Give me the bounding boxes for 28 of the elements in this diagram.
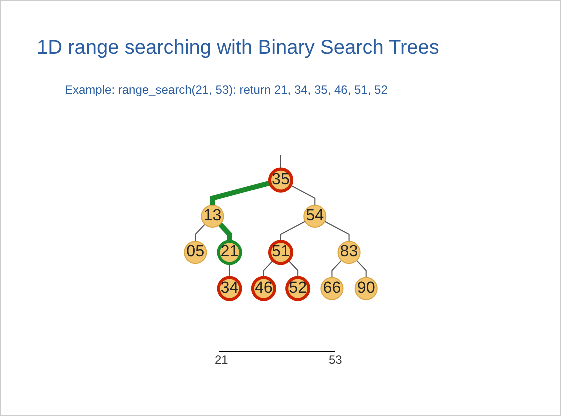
node-circle: 52 bbox=[286, 276, 311, 302]
connector bbox=[210, 180, 271, 206]
range-end-label: 53 bbox=[329, 353, 342, 367]
node-circle: 51 bbox=[268, 240, 294, 266]
connector bbox=[324, 221, 350, 242]
title: 1D range searching with Binary Search Trees bbox=[37, 37, 440, 60]
connector bbox=[218, 222, 232, 242]
connector bbox=[332, 260, 342, 278]
node-circle: 90 bbox=[354, 277, 378, 300]
connector bbox=[229, 264, 230, 278]
example-text: Example: range_search(21, 53): return 21, 34, 35, 46, 51, 52 bbox=[65, 83, 388, 97]
connector bbox=[356, 260, 367, 278]
node-circle: 13 bbox=[201, 204, 224, 228]
node-circle: 66 bbox=[320, 277, 344, 300]
node-circle: 54 bbox=[304, 204, 327, 228]
range-start-label: 21 bbox=[215, 353, 228, 367]
connector bbox=[290, 185, 316, 206]
connector bbox=[280, 221, 306, 242]
node-circle: 34 bbox=[217, 276, 242, 302]
connector bbox=[288, 260, 299, 278]
connector bbox=[263, 260, 274, 278]
connector bbox=[280, 155, 282, 170]
node-circle: 21 bbox=[217, 240, 242, 266]
node-circle: 83 bbox=[338, 241, 361, 264]
node-circle: 35 bbox=[268, 168, 294, 193]
node-circle: 05 bbox=[184, 241, 208, 264]
connector bbox=[195, 224, 206, 242]
node-circle: 46 bbox=[251, 276, 276, 302]
